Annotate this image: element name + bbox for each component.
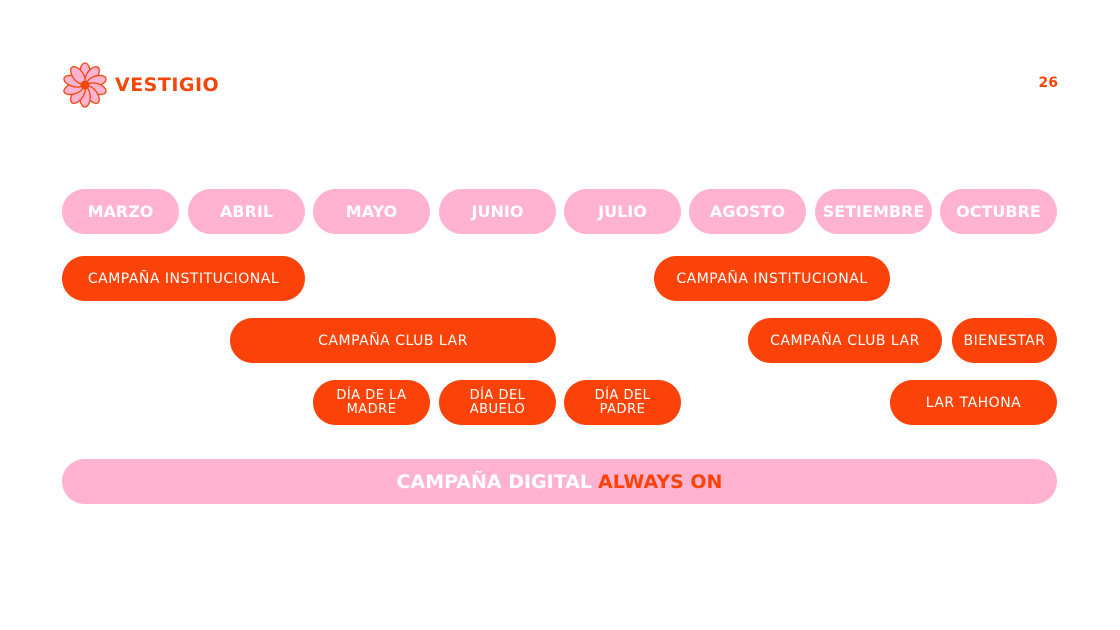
campaign-bienestar: BIENESTAR (952, 318, 1057, 363)
flower-icon (63, 62, 107, 108)
month-junio: JUNIO (439, 189, 556, 234)
month-julio: JULIO (564, 189, 681, 234)
brand-name: VESTIGIO (115, 74, 220, 96)
campaign-lar-tahona: LAR TAHONA (890, 380, 1057, 425)
month-setiembre: SETIEMBRE (815, 189, 932, 234)
brand-logo: VESTIGIO (62, 62, 219, 108)
campaign-institucional-1: CAMPAÑA INSTITUCIONAL (62, 256, 305, 301)
digital-label: CAMPAÑA DIGITAL (396, 470, 593, 493)
campaign-club-lar-1: CAMPAÑA CLUB LAR (230, 318, 556, 363)
campaign-dia-del-abuelo: DÍA DEL ABUELO (439, 380, 556, 425)
campaign-institucional-2: CAMPAÑA INSTITUCIONAL (654, 256, 890, 301)
page-number: 26 (1038, 75, 1058, 91)
month-agosto: AGOSTO (689, 189, 806, 234)
campaign-club-lar-2: CAMPAÑA CLUB LAR (748, 318, 942, 363)
month-octubre: OCTUBRE (940, 189, 1057, 234)
digital-highlight: ALWAYS ON (598, 470, 723, 493)
campaign-dia-del-padre: DÍA DEL PADRE (564, 380, 681, 425)
campaign-digital-always-on: CAMPAÑA DIGITAL ALWAYS ON (62, 459, 1057, 504)
month-marzo: MARZO (62, 189, 179, 234)
month-abril: ABRIL (188, 189, 305, 234)
month-mayo: MAYO (313, 189, 430, 234)
campaign-dia-de-la-madre: DÍA DE LA MADRE (313, 380, 430, 425)
